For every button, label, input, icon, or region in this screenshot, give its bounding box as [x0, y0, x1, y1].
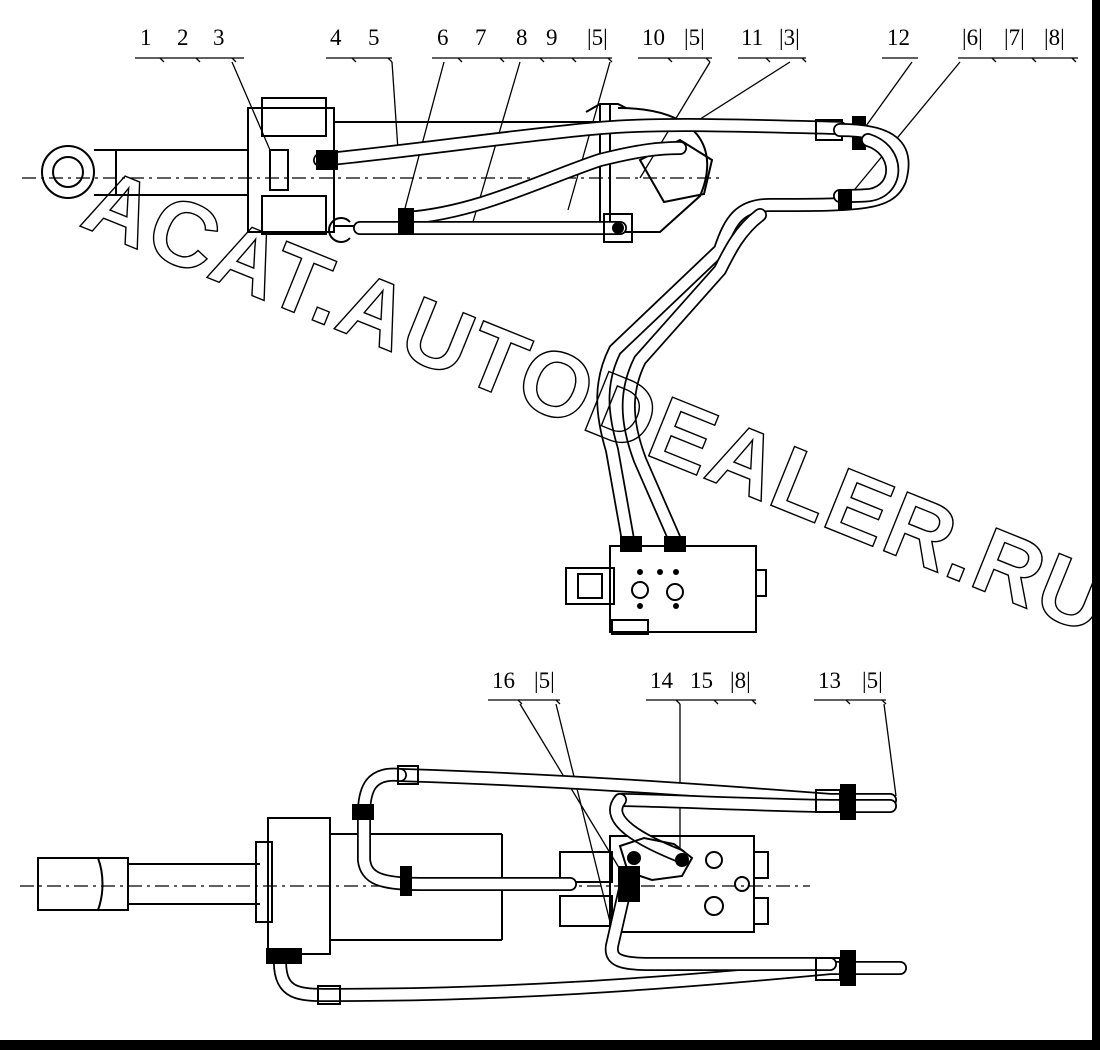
callout-7: 7	[475, 25, 487, 50]
callout-10: 10	[642, 25, 665, 50]
top-callout-underlines	[135, 57, 1078, 63]
callout-15-ref: |8|	[730, 668, 751, 693]
top-pipe-run	[596, 123, 910, 547]
piston-rod	[116, 149, 248, 196]
callout-13-ref: |5|	[862, 668, 883, 693]
callout-12: 12	[887, 25, 910, 50]
callout-9: 9	[546, 25, 558, 50]
bottom-piston-rod	[128, 863, 260, 905]
bottom-callout-underlines	[488, 699, 887, 705]
top-callout-group: 1 2 3 4 5 6 7 8 9 |5| 10 |5| 11 |3| 12 |…	[140, 25, 1065, 50]
callout-5: 5	[368, 25, 380, 50]
bottom-leader-lines	[519, 703, 897, 931]
callout-2: 2	[177, 25, 189, 50]
callout-9-ref: |5|	[587, 25, 608, 50]
rod-eye-outer	[41, 145, 95, 199]
callout-11: 11	[741, 25, 763, 50]
callout-12-ref-a: |6|	[962, 25, 983, 50]
callout-10-ref: |5|	[684, 25, 705, 50]
page-right-border	[1092, 0, 1100, 1050]
rod-eye-inner	[52, 156, 84, 188]
callout-12-ref-c: |8|	[1044, 25, 1065, 50]
cylinder-head	[610, 107, 709, 233]
top-valve-block	[565, 536, 767, 635]
callout-13: 13	[818, 668, 841, 693]
page-bottom-border	[0, 1040, 1100, 1050]
bottom-pipe-run	[266, 765, 907, 1005]
bottom-valve-block	[609, 835, 755, 933]
top-cylinder-assembly	[22, 97, 866, 243]
callout-16: 16	[492, 668, 515, 693]
callout-1: 1	[140, 25, 152, 50]
callout-14: 14	[650, 668, 674, 693]
rod-end-block	[37, 857, 129, 911]
bottom-cylinder-assembly	[20, 817, 810, 955]
callout-6: 6	[437, 25, 449, 50]
callout-4: 4	[330, 25, 342, 50]
bottom-callout-group: 16 |5| 14 15 |8| 13 |5|	[492, 668, 883, 693]
callout-12-ref-b: |7|	[1004, 25, 1025, 50]
callout-8: 8	[516, 25, 528, 50]
callout-3: 3	[213, 25, 225, 50]
callout-11-ref: |3|	[779, 25, 800, 50]
callout-15: 15	[690, 668, 713, 693]
callout-16-ref: |5|	[534, 668, 555, 693]
